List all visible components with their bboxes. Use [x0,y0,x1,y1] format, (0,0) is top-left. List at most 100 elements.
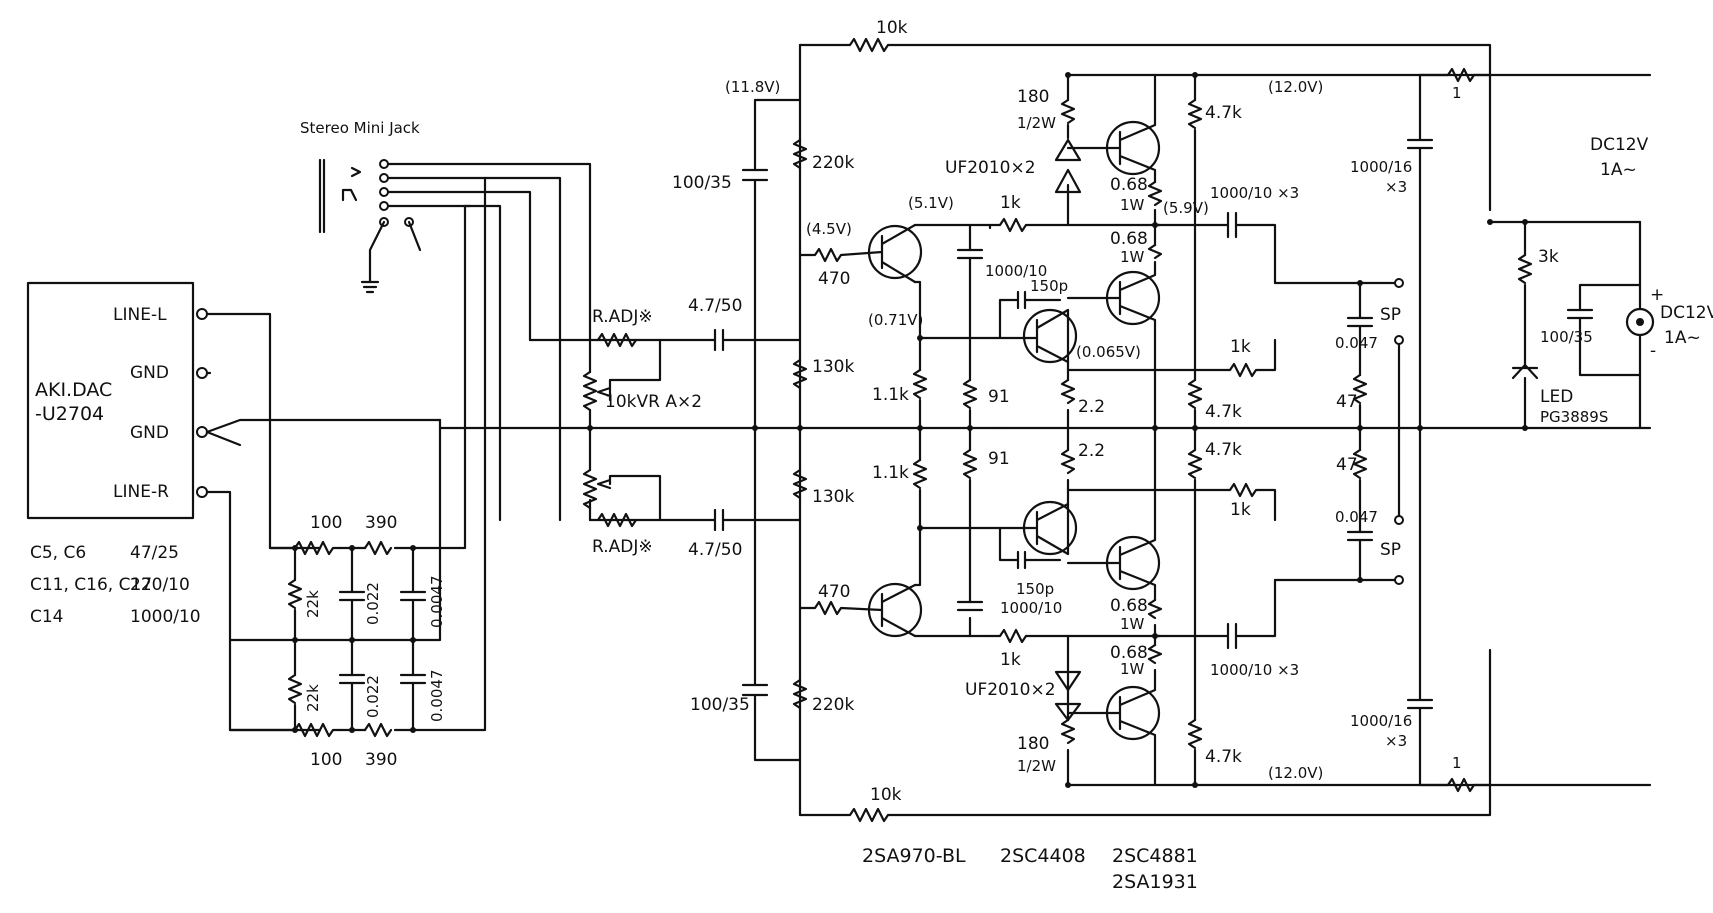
dc-jack-current: 1A~ [1664,328,1701,348]
r220k-top-label: 220k [812,153,854,173]
c0022-top-label: 0.022 [364,582,382,625]
c100-35-bot-label: 100/35 [690,695,750,715]
r220k-bot-label: 220k [812,695,854,715]
r180w-top-label: 1/2W [1017,114,1056,132]
c100-35-top-label: 100/35 [672,173,732,193]
led-part-label: PG3889S [1540,408,1608,426]
r22k-top-label: 22k [304,590,322,618]
dc-jack-label: DC12V [1660,303,1713,323]
part-2sa970: 2SA970-BL [862,845,966,867]
cap-note-refs-2: C11, C16, C17 [30,575,152,595]
r10k-top-label: 10k [876,18,908,38]
cap-note-value-2: 220/10 [130,575,190,595]
stereo-mini-jack: Stereo Mini Jack [300,119,592,522]
v12-bot-label: (12.0V) [1268,764,1323,782]
v51-label: (5.1V) [908,194,954,212]
r10k-bot-label: 10k [870,785,902,805]
radj-bot-label: R.ADJ※ [592,537,653,557]
r11k-bot-label: 1.1k [872,463,909,483]
r22-top-label: 2.2 [1078,397,1105,417]
dc-in-current: 1A~ [1600,160,1637,180]
c1000-16-bot-x: ×3 [1385,732,1407,750]
r11k-top-label: 1.1k [872,385,909,405]
v118-label: (11.8V) [725,78,780,96]
v071-label: (0.71V) [868,311,923,329]
dac-pin-line-r: LINE-R [113,482,169,502]
dac-name: AKI.DAC [35,379,112,401]
r47k-c-label: 4.7k [1205,440,1242,460]
parts-list: 2SA970-BL 2SC4408 2SC4881 2SA1931 [862,845,1198,893]
cout-bot-label: 1000/10 ×3 [1210,661,1299,679]
r91-bot-label: 91 [988,449,1010,469]
r180-bot-label: 180 [1017,734,1049,754]
c0047-sp-bot-label: 0.047 [1335,508,1378,526]
dac-pin-gnd2: GND [130,423,169,443]
c100-35-psu-label: 100/35 [1540,328,1593,346]
dc-jack-plus: + [1650,285,1664,305]
r068-aw-label: 1W [1120,196,1145,214]
r180w-bot-label: 1/2W [1017,757,1056,775]
cap-note-refs-3: C14 [30,607,64,627]
r068-d-label: 0.68 [1110,643,1148,663]
c1000-16-bot-label: 1000/16 [1350,712,1412,730]
r470-bot-label: 470 [818,582,850,602]
part-2sa1931: 2SA1931 [1112,871,1198,893]
r1k-b-label: 1k [1000,650,1021,670]
c0022-bot-label: 0.022 [364,675,382,718]
r390-top-label: 390 [365,513,397,533]
r130k-top-label: 130k [812,357,854,377]
cin-bot-label: 4.7/50 [688,540,742,560]
r22k-bot-label: 22k [304,684,322,712]
r068-bw-label: 1W [1120,248,1145,266]
cap-note-refs-1: C5, C6 [30,543,86,563]
c150p-top-label: 150p [1030,277,1068,295]
output-stage: 180 1/2W 180 1/2W UF2010×2 UF2010×2 0.68… [945,72,1652,788]
r47-bot-label: 47 [1336,455,1358,475]
r3k-label: 3k [1538,247,1559,267]
speaker-network: SP SP 0.047 0.047 47 47 [1273,278,1404,585]
r47-top-label: 47 [1336,392,1358,412]
driver-stage: 470 470 (5.1V) (0.71V) 1.1k 1.1k 1k 1k 1… [798,193,1162,670]
r100-bot-label: 100 [310,750,342,770]
r1k-fb-top-label: 1k [1230,337,1251,357]
r1-top-label: 1 [1452,84,1462,102]
dc-jack-minus: - [1650,341,1656,361]
c0047-top-label: 0.0047 [428,576,446,629]
part-2sc4881: 2SC4881 [1112,845,1198,867]
r100-top-label: 100 [310,513,342,533]
power-supply: 1 1 1000/16 ×3 1000/16 ×3 DC12V 1A~ 3k L… [1350,67,1713,793]
dac-pin-line-l: LINE-L [113,305,167,325]
c150p-bot-label: 150p [1016,580,1054,598]
led-label: LED [1540,387,1573,407]
r47k-d-label: 4.7k [1205,747,1242,767]
c1000-16-top-label: 1000/16 [1350,158,1412,176]
cap-note-value-3: 1000/10 [130,607,201,627]
dac-pin-gnd1: GND [130,363,169,383]
r068-dw-label: 1W [1120,660,1145,678]
v0065-label: (0.065V) [1076,343,1141,361]
capacitor-notes: C5, C6 47/25 C11, C16, C17 220/10 C14 10… [30,543,201,627]
v45-label: (4.5V) [806,220,852,238]
part-2sc4408: 2SC4408 [1000,845,1086,867]
cap-note-value-1: 47/25 [130,543,179,563]
c1000-16-top-x: ×3 [1385,178,1407,196]
jack-label: Stereo Mini Jack [300,119,420,137]
diode-top-label: UF2010×2 [945,158,1036,178]
r1k-a-label: 1k [1000,193,1021,213]
radj-top-label: R.ADJ※ [592,307,653,327]
dac-module: AKI.DAC -U2704 LINE-L GND GND LINE-R [26,281,208,520]
sp-top-label: SP [1380,305,1401,325]
bias-network: (11.8V) 100/35 100/35 220k 220k 130k 130… [672,18,1492,823]
sp-bot-label: SP [1380,540,1401,560]
r1k-fb-bot-label: 1k [1230,500,1251,520]
cin-top-label: 4.7/50 [688,296,742,316]
r068-cw-label: 1W [1120,615,1145,633]
r390-bot-label: 390 [365,750,397,770]
r47k-a-label: 4.7k [1205,103,1242,123]
dac-model: -U2704 [35,403,104,425]
vbe-transistor-top [1022,308,1078,364]
c0047-bot-label: 0.0047 [428,670,446,723]
c0047-sp-top-label: 0.047 [1335,334,1378,352]
